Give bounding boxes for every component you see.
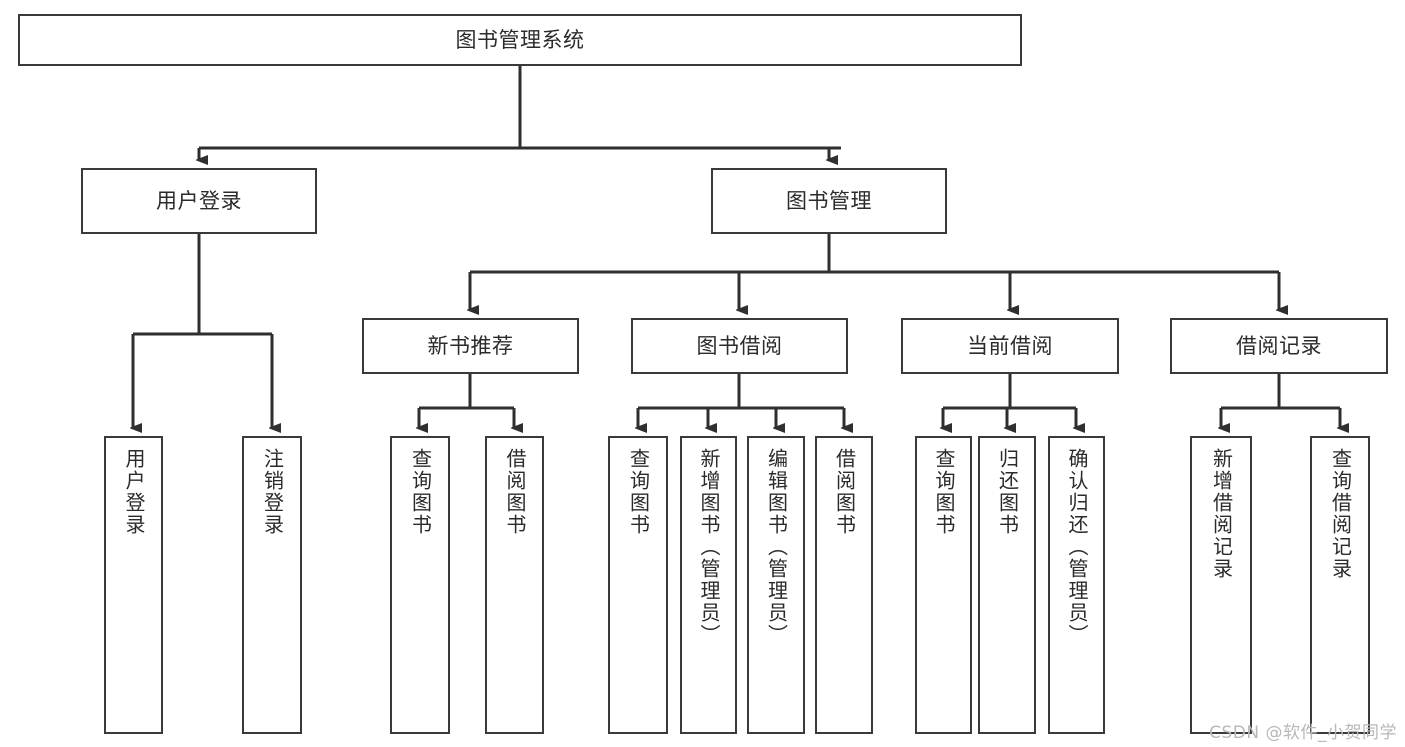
node-new-book-rec[interactable]: 新书推荐 (362, 318, 579, 374)
node-current-borrow-label: 当前借阅 (967, 333, 1053, 358)
node-leaf-borrow-book[interactable]: 借阅图书 (815, 436, 873, 734)
node-current-borrow[interactable]: 当前借阅 (901, 318, 1119, 374)
node-borrow-record[interactable]: 借阅记录 (1170, 318, 1388, 374)
node-leaf-return-book-label: 归还图书 (995, 448, 1020, 536)
node-leaf-query-book-rec[interactable]: 查询图书 (390, 436, 450, 734)
node-root-label: 图书管理系统 (455, 27, 585, 52)
node-book-borrow[interactable]: 图书借阅 (631, 318, 848, 374)
node-leaf-confirm-return[interactable]: 确认归还（管理员） (1048, 436, 1105, 734)
node-leaf-query-book-borrow-label: 查询图书 (626, 448, 651, 536)
node-leaf-add-book-label: 新增图书（管理员） (697, 448, 721, 646)
node-leaf-edit-book-label: 编辑图书（管理员） (764, 448, 789, 646)
node-leaf-query-book-cur[interactable]: 查询图书 (915, 436, 972, 734)
node-leaf-borrow-book-rec-label: 借阅图书 (503, 448, 527, 536)
node-leaf-query-book-rec-label: 查询图书 (408, 448, 433, 536)
node-leaf-return-book[interactable]: 归还图书 (978, 436, 1036, 734)
node-leaf-user-login-label: 用户登录 (122, 448, 146, 536)
node-leaf-user-login[interactable]: 用户登录 (104, 436, 163, 734)
node-leaf-user-logout[interactable]: 注销登录 (242, 436, 302, 734)
node-borrow-record-label: 借阅记录 (1236, 333, 1322, 358)
node-book-manage[interactable]: 图书管理 (711, 168, 947, 234)
node-leaf-add-borrow-record-label: 新增借阅记录 (1209, 448, 1234, 580)
node-leaf-edit-book[interactable]: 编辑图书（管理员） (747, 436, 805, 734)
node-user-login-label: 用户登录 (156, 188, 242, 213)
node-leaf-query-book-borrow[interactable]: 查询图书 (608, 436, 668, 734)
node-book-manage-label: 图书管理 (786, 188, 872, 213)
node-new-book-rec-label: 新书推荐 (427, 333, 514, 358)
node-root[interactable]: 图书管理系统 (18, 14, 1022, 66)
node-leaf-add-book[interactable]: 新增图书（管理员） (680, 436, 737, 734)
node-leaf-query-borrow-record[interactable]: 查询借阅记录 (1310, 436, 1370, 734)
node-leaf-query-book-cur-label: 查询图书 (932, 448, 956, 536)
node-leaf-confirm-return-label: 确认归还（管理员） (1065, 448, 1089, 646)
node-leaf-user-logout-label: 注销登录 (260, 448, 285, 536)
node-leaf-add-borrow-record[interactable]: 新增借阅记录 (1190, 436, 1252, 734)
node-leaf-borrow-book-label: 借阅图书 (832, 448, 857, 536)
node-user-login[interactable]: 用户登录 (81, 168, 317, 234)
node-book-borrow-label: 图书借阅 (696, 333, 783, 358)
node-leaf-borrow-book-rec[interactable]: 借阅图书 (485, 436, 544, 734)
node-leaf-query-borrow-record-label: 查询借阅记录 (1328, 448, 1353, 580)
watermark-text: CSDN @软件_小贺同学 (1209, 723, 1397, 743)
